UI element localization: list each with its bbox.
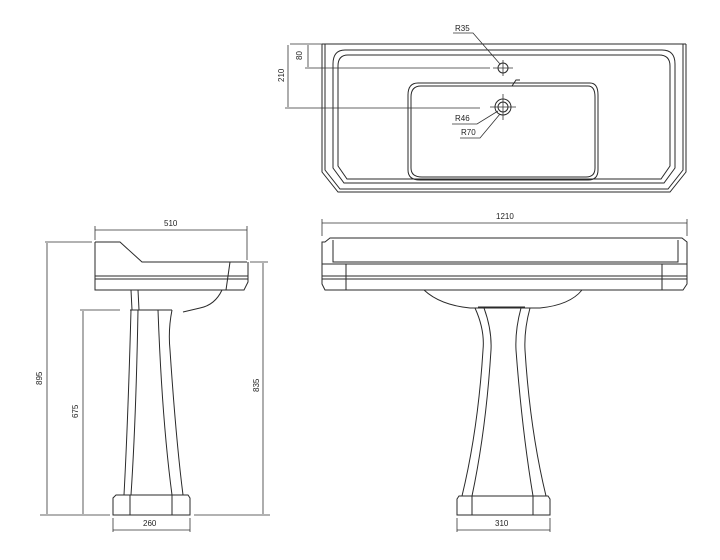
underside-height-label: 675 — [71, 404, 80, 418]
waste-outer-radius-label: R70 — [461, 128, 476, 137]
tap-offset-label: 80 — [295, 51, 304, 60]
side-depth-label: 510 — [164, 219, 178, 228]
tap-hole-radius-label: R35 — [455, 24, 470, 33]
waste-offset-label: 210 — [277, 68, 286, 82]
front-view — [321, 219, 688, 532]
side-base-width-label: 260 — [143, 519, 157, 528]
waste-inner-radius-label: R46 — [455, 114, 470, 123]
rim-height-label: 835 — [252, 378, 261, 392]
front-base-width-label: 310 — [495, 519, 509, 528]
plan-view — [285, 32, 687, 193]
overall-height-label: 895 — [35, 371, 44, 385]
side-view — [40, 226, 270, 532]
front-width-label: 1210 — [496, 212, 514, 221]
